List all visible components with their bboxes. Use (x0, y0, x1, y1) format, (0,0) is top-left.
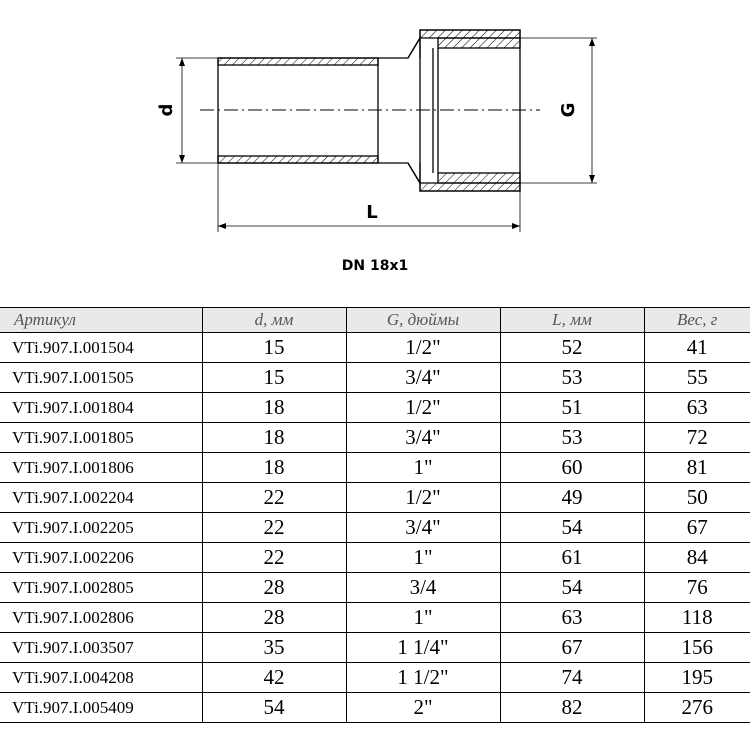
table-cell: 3/4" (345, 362, 501, 393)
table-cell: 1 1/2" (345, 662, 501, 693)
table-cell: 276 (643, 692, 750, 723)
table-cell: 15 (201, 362, 347, 393)
table-cell: 72 (643, 422, 750, 453)
table-cell: 76 (643, 572, 750, 603)
table-cell: 195 (643, 662, 750, 693)
table-cell: 1/2" (345, 392, 501, 423)
table-cell: VTi.907.I.002205 (0, 512, 203, 543)
table-cell: 61 (499, 542, 645, 573)
table-cell: VTi.907.I.001505 (0, 362, 203, 393)
table-cell: VTi.907.I.001804 (0, 392, 203, 423)
table-cell: 42 (201, 662, 347, 693)
table-cell: VTi.907.I.002806 (0, 602, 203, 633)
table-cell: 3/4 (345, 572, 501, 603)
table-cell: 63 (643, 392, 750, 423)
dimension-label-l: L (366, 202, 377, 223)
table-cell: 51 (499, 392, 645, 423)
caption-title: DN 18x1 (341, 258, 409, 274)
table-cell: 50 (643, 482, 750, 513)
table-header-row: Артикул d, мм G, дюймы L, мм Вес, г (0, 307, 750, 333)
table-cell: 52 (499, 332, 645, 363)
table-cell: VTi.907.I.004208 (0, 662, 203, 693)
table-cell: VTi.907.I.002204 (0, 482, 203, 513)
column-header: Вес, г (643, 307, 750, 333)
table-cell: VTi.907.I.005409 (0, 692, 203, 723)
table-cell: 18 (201, 392, 347, 423)
table-cell: 54 (201, 692, 347, 723)
column-header: d, мм (201, 307, 347, 333)
table-cell: 22 (201, 482, 347, 513)
table-cell: 63 (499, 602, 645, 633)
dimension-label-d: d (156, 104, 177, 117)
specs-table: Артикул d, мм G, дюймы L, мм Вес, г VTi.… (0, 307, 750, 723)
table-cell: 15 (201, 332, 347, 363)
column-header: G, дюймы (345, 307, 501, 333)
table-cell: VTi.907.I.001504 (0, 332, 203, 363)
table-cell: 3/4" (345, 512, 501, 543)
table-cell: 84 (643, 542, 750, 573)
table-cell: 81 (643, 452, 750, 483)
table-cell: 60 (499, 452, 645, 483)
table-cell: 3/4" (345, 422, 501, 453)
table-cell: 1 1/4" (345, 632, 501, 663)
table-cell: 1" (345, 542, 501, 573)
column-header: L, мм (499, 307, 645, 333)
table-cell: 156 (643, 632, 750, 663)
table-cell: VTi.907.I.001805 (0, 422, 203, 453)
table-cell: 28 (201, 572, 347, 603)
table-cell: 54 (499, 512, 645, 543)
column-header: Артикул (0, 307, 203, 333)
table-cell: VTi.907.I.003507 (0, 632, 203, 663)
table-cell: 74 (499, 662, 645, 693)
table-cell: 53 (499, 362, 645, 393)
table-cell: 1" (345, 602, 501, 633)
table-cell: 49 (499, 482, 645, 513)
table-cell: 67 (499, 632, 645, 663)
table-cell: 118 (643, 602, 750, 633)
table-cell: 22 (201, 542, 347, 573)
table-cell: 41 (643, 332, 750, 363)
table-cell: 1/2" (345, 482, 501, 513)
fitting-drawing: d G L (156, 29, 597, 232)
table-cell: 1" (345, 452, 501, 483)
table-cell: VTi.907.I.002206 (0, 542, 203, 573)
table-cell: 54 (499, 572, 645, 603)
table-cell: 35 (201, 632, 347, 663)
table-cell: 18 (201, 452, 347, 483)
table-cell: 18 (201, 422, 347, 453)
table-cell: 2" (345, 692, 501, 723)
table-cell: 53 (499, 422, 645, 453)
table-cell: 1/2" (345, 332, 501, 363)
table-cell: 55 (643, 362, 750, 393)
dimension-label-g: G (558, 103, 579, 118)
table-cell: 28 (201, 602, 347, 633)
table-cell: 67 (643, 512, 750, 543)
table-cell: VTi.907.I.002805 (0, 572, 203, 603)
table-cell: 22 (201, 512, 347, 543)
table-cell: VTi.907.I.001806 (0, 452, 203, 483)
table-cell: 82 (499, 692, 645, 723)
